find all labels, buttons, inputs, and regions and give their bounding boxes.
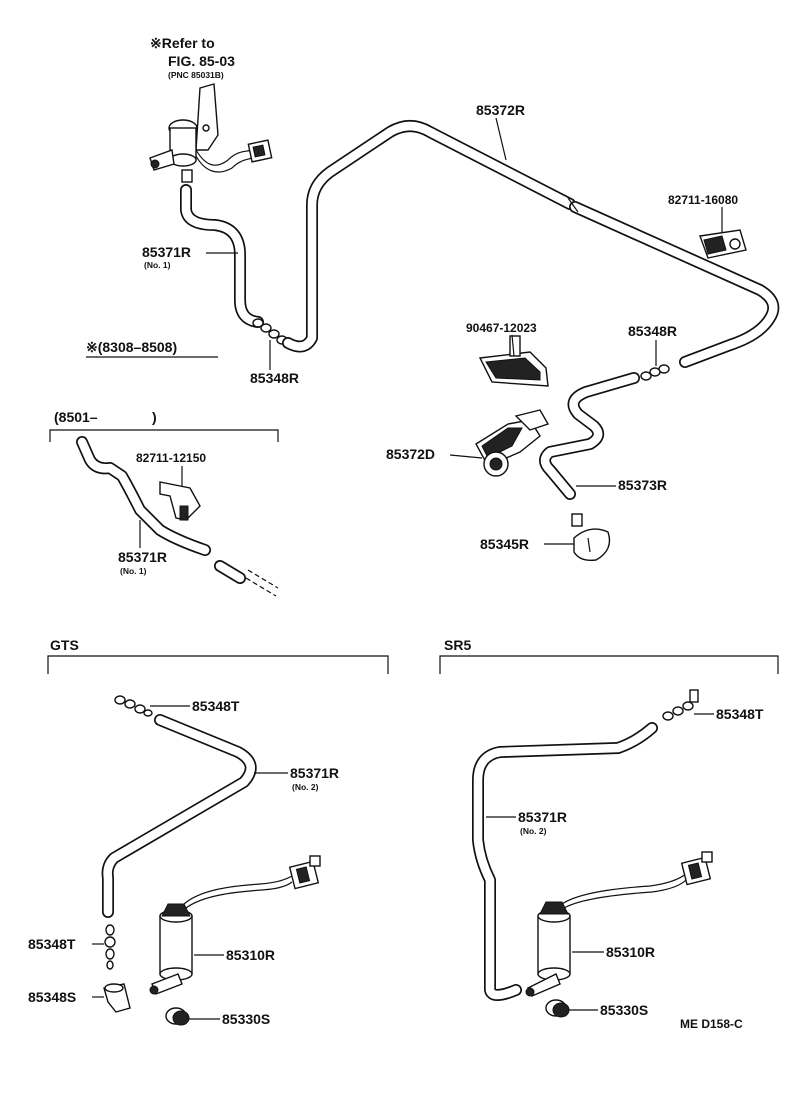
label-85373R: 85373R: [618, 477, 667, 493]
inset-bracket-82711-12150: [159, 481, 201, 521]
gts-title: GTS: [50, 637, 79, 653]
label-82711-16080: 82711-16080: [668, 193, 738, 207]
connector-85348R-right: [640, 364, 670, 381]
grommet-85372D: [475, 409, 550, 477]
label-82711-12150: 82711-12150: [136, 451, 206, 465]
hose-85373R: [539, 372, 640, 500]
gts-connector-bottom: [104, 924, 116, 970]
inset-bracket-line: [49, 429, 279, 442]
sr5-pump-85310R: [525, 851, 713, 997]
figure-ref-text: FIG. 85-03: [168, 53, 235, 69]
drawing-code: ME D158-C: [680, 1017, 743, 1031]
label-85345R: 85345R: [480, 536, 529, 552]
pnc-ref-text: (PNC 85031B): [168, 70, 224, 80]
sr5-bracket-line: [439, 655, 779, 674]
sr5-label-no2: (No. 2): [520, 826, 547, 836]
gts-label-85330S: 85330S: [222, 1011, 270, 1027]
label-no1-top: (No. 1): [144, 260, 171, 270]
gts-label-85348S: 85348S: [28, 989, 76, 1005]
hose-85372R: [282, 120, 780, 368]
label-85348R-right: 85348R: [628, 323, 677, 339]
vsv-valve-assembly: [149, 83, 273, 183]
leader-85372D: [449, 454, 483, 459]
label-period-8308-8508: ※(8308–8508): [86, 339, 177, 355]
sr5-label-85310R: 85310R: [606, 944, 655, 960]
sr5-label-85330S: 85330S: [600, 1002, 648, 1018]
inset-hose-85371R: [76, 436, 279, 597]
sr5-title: SR5: [444, 637, 471, 653]
gts-pump-85310R: [149, 855, 321, 995]
label-no1-inset: (No. 1): [120, 566, 147, 576]
gts-grommet-85330S: [165, 1007, 190, 1026]
label-85348R-left: 85348R: [250, 370, 299, 386]
label-85372D: 85372D: [386, 446, 435, 462]
gts-label-85310R: 85310R: [226, 947, 275, 963]
leader-85372R: [495, 117, 507, 161]
gts-hose-85371R: [101, 714, 257, 918]
hose-85371R-no1: [180, 184, 264, 328]
label-90467-12023: 90467-12023: [466, 321, 537, 335]
clamp-90467-12023: [478, 335, 549, 387]
sr5-label-85371R: 85371R: [518, 809, 567, 825]
sr5-connector: [662, 689, 699, 721]
gts-connector-top: [114, 695, 153, 717]
refer-to-text: ※Refer to: [150, 35, 215, 51]
gts-elbow-85348S: [103, 983, 131, 1013]
label-period-8501-close: ): [152, 409, 157, 425]
gts-label-no2: (No. 2): [292, 782, 319, 792]
gts-label-85348T-bottom: 85348T: [28, 936, 76, 952]
gts-label-85348T-top: 85348T: [192, 698, 240, 714]
gts-label-85371R: 85371R: [290, 765, 339, 781]
label-85372R: 85372R: [476, 102, 525, 118]
label-85371R-inset: 85371R: [118, 549, 167, 565]
nozzle-85345R: [571, 513, 611, 562]
sr5-grommet-85330S: [545, 999, 570, 1018]
sr5-label-85348T: 85348T: [716, 706, 764, 722]
leader-90467: [511, 334, 515, 357]
bracket-82711-16080: [699, 229, 747, 259]
label-85371R-top: 85371R: [142, 244, 191, 260]
label-period-8501: (8501–: [54, 409, 98, 425]
gts-bracket-line: [47, 655, 389, 674]
sr5-hose-85371R: [472, 722, 658, 1001]
